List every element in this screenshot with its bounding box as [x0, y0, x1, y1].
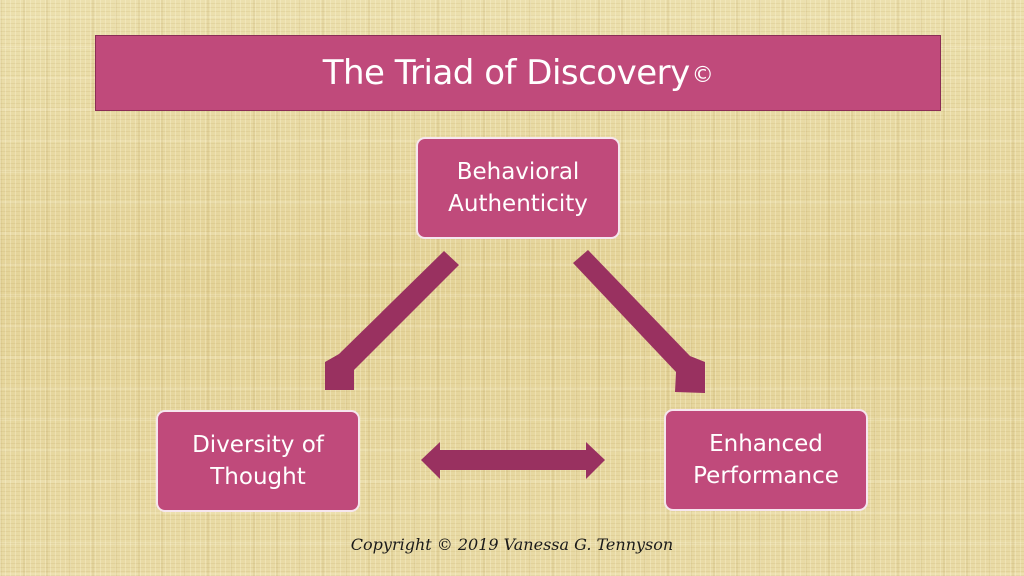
arrow-to-diversity-icon — [325, 251, 459, 390]
node-enhanced-performance: Enhanced Performance — [664, 409, 868, 511]
title-banner: The Triad of Discovery© — [95, 35, 941, 111]
node-right-line2: Performance — [693, 463, 839, 489]
node-behavioral-authenticity: Behavioral Authenticity — [416, 137, 620, 239]
node-top-line2: Authenticity — [448, 191, 588, 217]
node-diversity-of-thought: Diversity of Thought — [156, 410, 360, 512]
node-right-line1: Enhanced — [709, 431, 823, 457]
arrow-to-performance-icon — [573, 250, 705, 393]
title-copyright-mark: © — [691, 62, 714, 88]
node-left-line2: Thought — [210, 464, 306, 490]
node-left-line1: Diversity of — [192, 432, 324, 458]
copyright-footer: Copyright © 2019 Vanessa G. Tennyson — [350, 535, 674, 554]
title-text: The Triad of Discovery — [322, 53, 691, 93]
double-arrow-icon — [421, 442, 605, 479]
node-top-line1: Behavioral — [456, 159, 580, 185]
